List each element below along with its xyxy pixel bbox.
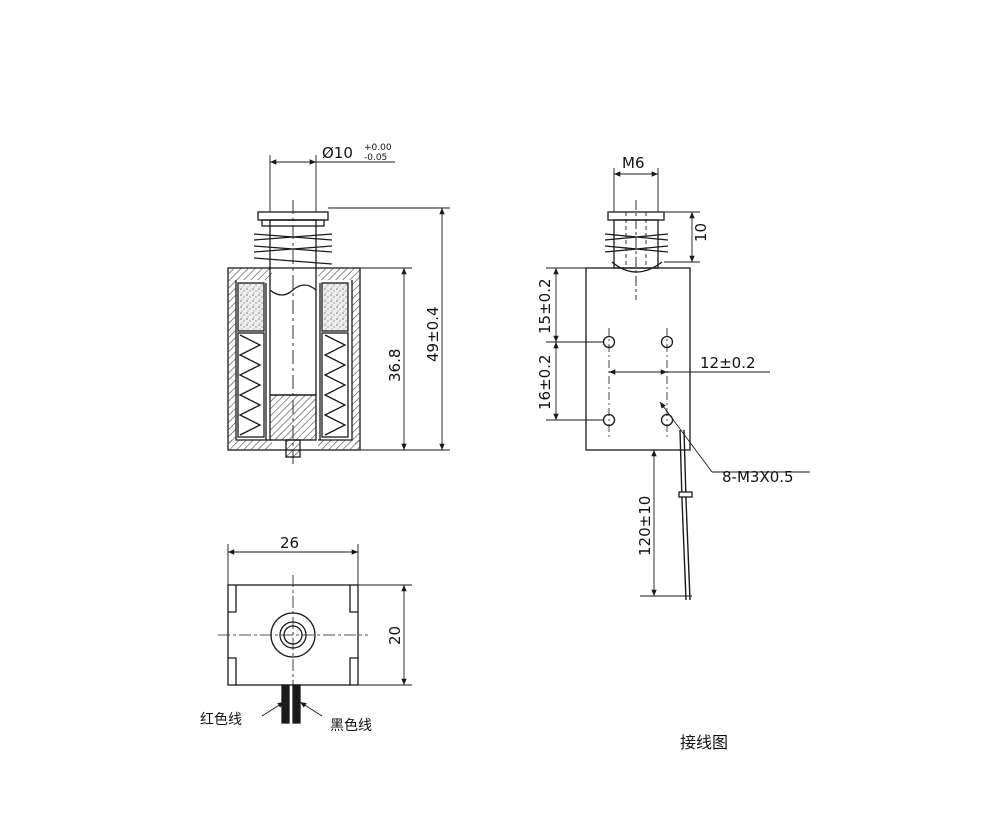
coil-right-top (321, 282, 349, 332)
side-view (546, 168, 810, 601)
hole-spacing-top-label: 15±0.2 (536, 278, 554, 334)
bottom-view-labels: 26 20 红色线 黑色线 (200, 534, 404, 734)
coil-left-top (237, 282, 265, 332)
diameter-label: Ø10 (322, 144, 353, 162)
body-height-label: 36.8 (386, 349, 404, 382)
side-body-outline (585, 267, 691, 451)
bottom-view (218, 544, 412, 724)
red-wire (281, 684, 290, 724)
coil-winding-left (238, 334, 262, 436)
hole-callout-label: 8-M3X0.5 (722, 468, 794, 486)
coil-winding-right (323, 334, 347, 436)
total-height-label: 49±0.4 (424, 306, 442, 362)
diameter-tol-lower: -0.05 (364, 153, 387, 163)
diameter-tol-upper: +0.00 (364, 143, 392, 153)
lead-length-label: 120±10 (636, 496, 654, 556)
front-section-view (227, 155, 450, 465)
thread-length-label: 10 (692, 223, 710, 242)
hole-spacing-bottom-label: 16±0.2 (536, 354, 554, 410)
side-view-labels: M6 10 15±0.2 16±0.2 12±0.2 8-M3X0.5 120±… (536, 154, 794, 556)
lead-wire (683, 429, 691, 601)
black-wire-label: 黑色线 (330, 717, 372, 734)
hole-spacing-horizontal-label: 12±0.2 (700, 354, 756, 372)
red-wire-label: 红色线 (200, 711, 242, 728)
width-label: 26 (280, 534, 299, 552)
depth-label: 20 (386, 626, 404, 645)
front-view-labels: Ø10 +0.00 -0.05 36.8 49±0.4 (322, 143, 442, 382)
thread-label: M6 (622, 154, 645, 172)
black-wire (292, 684, 301, 724)
wiring-diagram-caption: 接线图 (680, 733, 728, 752)
